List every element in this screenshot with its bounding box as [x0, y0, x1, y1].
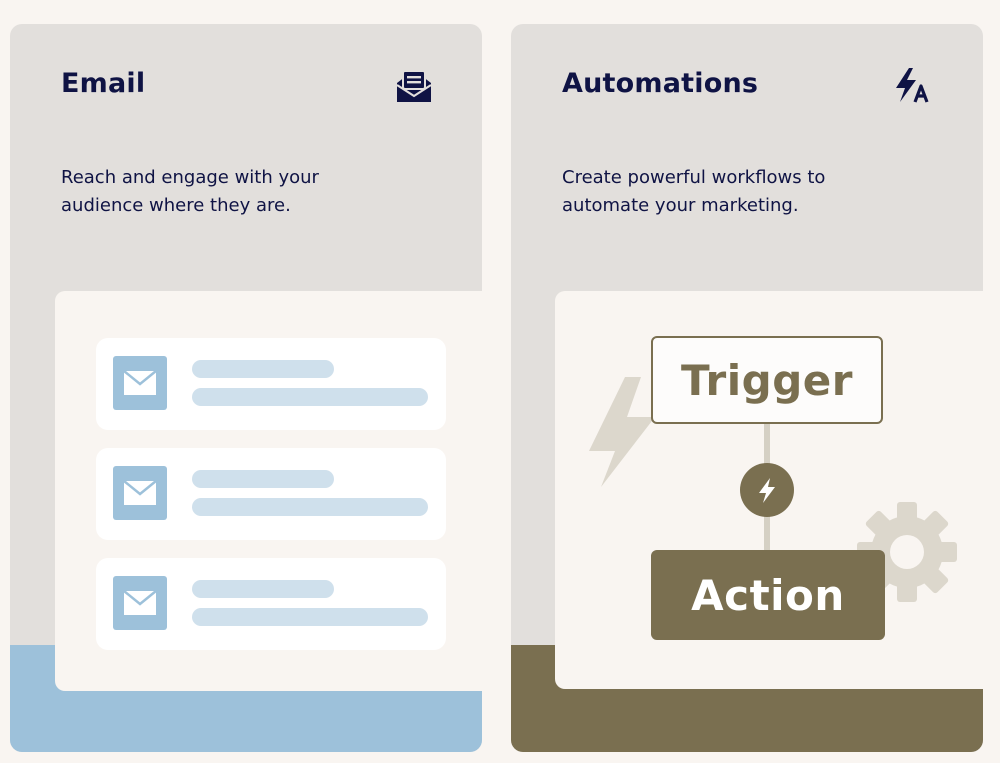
email-list-item: [96, 338, 446, 430]
email-card-title: Email: [61, 68, 146, 99]
lightning-a-icon: [891, 66, 931, 106]
lightning-bolt-icon: [589, 377, 655, 487]
automations-card[interactable]: Automations Create powerful workflows to…: [511, 24, 983, 752]
action-node: Action: [651, 550, 885, 640]
email-card[interactable]: Email Reach and engage with your audienc…: [10, 24, 482, 752]
email-card-description: Reach and engage with your audience wher…: [61, 167, 319, 216]
email-list-item: [96, 448, 446, 540]
email-illustration: [55, 291, 482, 691]
email-subject-placeholder: [192, 470, 334, 488]
gear-icon: [857, 502, 957, 602]
email-preview-placeholder: [192, 608, 428, 626]
envelope-icon: [113, 356, 167, 410]
envelope-icon: [113, 576, 167, 630]
trigger-node: Trigger: [651, 336, 883, 424]
email-preview-placeholder: [192, 498, 428, 516]
lightning-node-icon: [740, 463, 794, 517]
automations-card-description: Create powerful workflows to automate yo…: [562, 167, 826, 216]
email-subject-placeholder: [192, 360, 334, 378]
automation-illustration: Trigger Action: [555, 291, 983, 689]
email-subject-placeholder: [192, 580, 334, 598]
email-preview-placeholder: [192, 388, 428, 406]
envelope-letter-icon: [394, 66, 434, 106]
automations-card-title: Automations: [562, 68, 759, 99]
envelope-icon: [113, 466, 167, 520]
email-list-item: [96, 558, 446, 650]
